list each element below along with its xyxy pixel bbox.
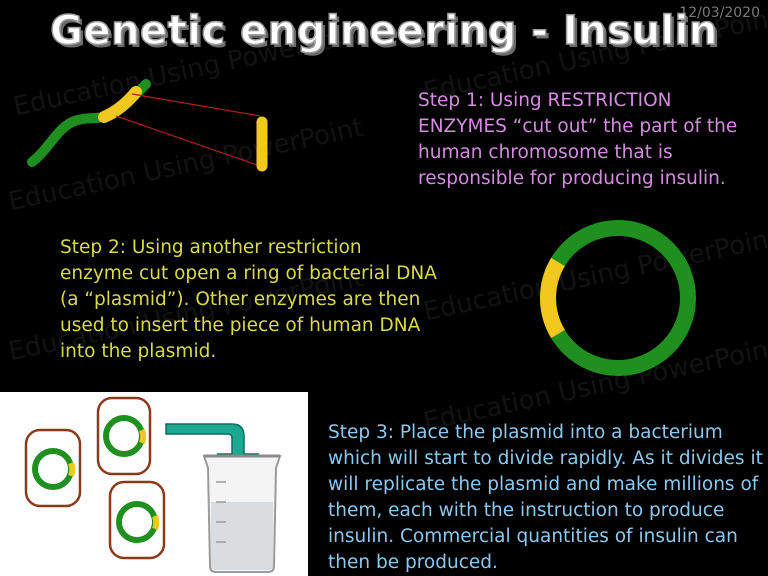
slide-date: 12/03/2020	[679, 5, 760, 21]
bacteria-panel	[0, 392, 308, 576]
chromosome-diagram	[27, 79, 268, 172]
step-3-text: Step 3: Place the plasmid into a bacteri…	[328, 422, 763, 573]
cut-line	[115, 115, 261, 167]
bacterium-icon	[24, 428, 82, 508]
insulin-gene-icon	[540, 257, 566, 339]
insulin-gene-icon	[98, 86, 142, 123]
bacteria-illustration	[24, 396, 282, 573]
step-1-text: Step 1: Using RESTRICTION ENZYMES “cut o…	[418, 90, 738, 189]
plasmid-icon	[540, 220, 696, 376]
plasmid-diagram	[540, 220, 696, 376]
beaker-icon	[202, 454, 282, 573]
cut-line	[131, 93, 261, 117]
bacterium-icon	[96, 396, 152, 476]
step-2-text: Step 2: Using another restriction enzyme…	[60, 237, 437, 362]
bacterium-icon	[108, 480, 166, 560]
slide-title: Genetic engineering - Insulin	[49, 7, 718, 55]
